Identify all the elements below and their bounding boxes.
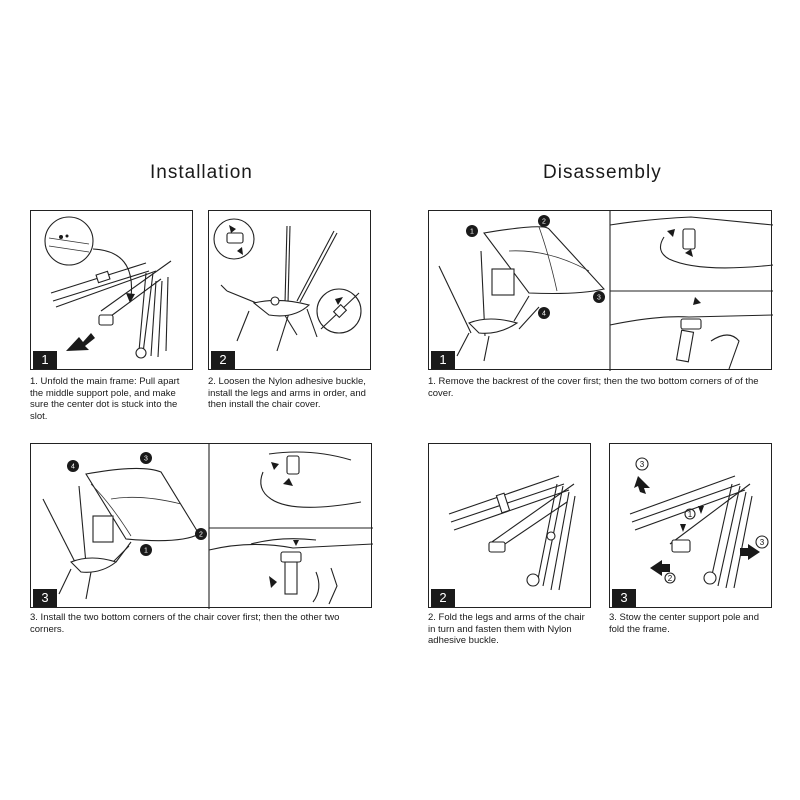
unfold-frame-illustration <box>31 211 194 371</box>
callout-4-label: 4 <box>71 464 75 471</box>
callout-2-label: 2 <box>199 532 203 539</box>
install-step2-badge: 2 <box>211 351 235 369</box>
legs-arms-illustration <box>209 211 372 371</box>
callout-3-label: 3 <box>144 456 148 463</box>
install-step1-badge: 1 <box>33 351 57 369</box>
disassembly-step1-caption: 1. Remove the backrest of the cover firs… <box>428 376 772 399</box>
installation-heading: Installation <box>150 162 253 184</box>
circle-2-label: 2 <box>668 574 673 583</box>
remove-cover-illustration: 1 2 3 4 <box>429 211 773 371</box>
disassembly-step2-badge: 2 <box>431 589 455 607</box>
fold-legs-illustration <box>429 444 592 609</box>
circle-3-right-label: 3 <box>760 538 765 547</box>
disassembly-step3-badge: 3 <box>612 589 636 607</box>
install-step1-caption: 1. Unfold the main frame: Pull apart the… <box>30 376 195 422</box>
disassembly-step3-caption: 3. Stow the center support pole and fold… <box>609 612 774 635</box>
disassembly-step3-panel: 3 1 2 3 3 <box>609 443 772 608</box>
disassembly-step2-panel: 2 <box>428 443 591 608</box>
disassembly-heading: Disassembly <box>543 162 662 184</box>
install-step1-panel: 1 <box>30 210 193 370</box>
callout-1-label: 1 <box>144 548 148 555</box>
install-step3-panel: 4 3 2 1 3 <box>30 443 372 608</box>
dis-callout-1-label: 1 <box>470 229 474 236</box>
disassembly-step1-panel: 1 2 3 4 1 <box>428 210 772 370</box>
disassembly-step2-caption: 2. Fold the legs and arms of the chair i… <box>428 612 593 647</box>
install-cover-illustration: 4 3 2 1 <box>31 444 373 609</box>
circle-3-top-label: 3 <box>640 460 645 469</box>
install-step2-caption: 2. Loosen the Nylon adhesive buckle, ins… <box>208 376 373 411</box>
circle-1-label: 1 <box>688 510 693 519</box>
stow-pole-illustration: 3 1 2 3 <box>610 444 773 609</box>
dis-callout-2-label: 2 <box>542 219 546 226</box>
dis-callout-4-label: 4 <box>542 311 546 318</box>
install-step3-badge: 3 <box>33 589 57 607</box>
dis-callout-3-label: 3 <box>597 295 601 302</box>
install-step2-panel: 2 <box>208 210 371 370</box>
disassembly-step1-badge: 1 <box>431 351 455 369</box>
install-step3-caption: 3. Install the two bottom corners of the… <box>30 612 372 635</box>
